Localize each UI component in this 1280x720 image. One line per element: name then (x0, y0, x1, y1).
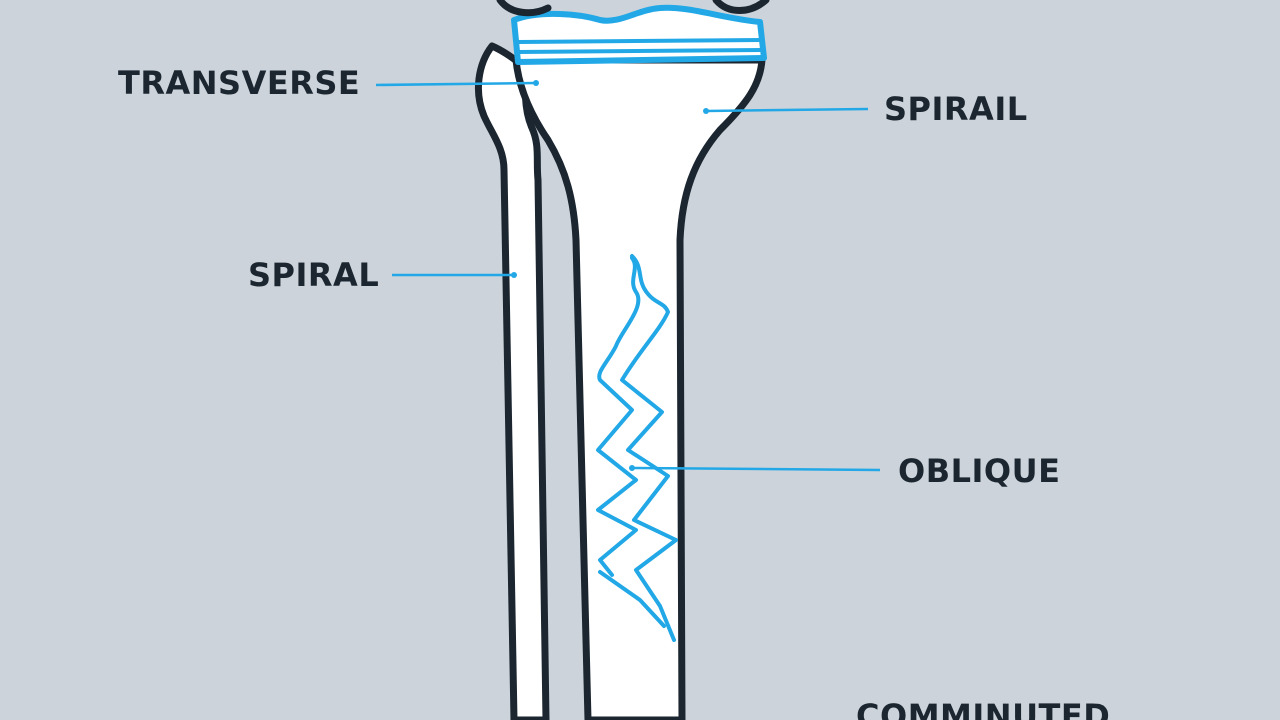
fracture-line-left (596, 256, 641, 577)
leader-transverse (375, 81, 537, 87)
leader-spiral-left-dot (511, 272, 517, 278)
plateau-line-1 (517, 38, 763, 44)
fibula (475, 42, 550, 720)
leader-transverse-dot (533, 80, 539, 86)
plateau-line-2 (517, 48, 763, 54)
leader-oblique (631, 466, 881, 472)
femur-condyle (496, 0, 770, 17)
fracture-line-middle (598, 570, 666, 628)
label-transverse: TRANSVERSE (118, 64, 361, 102)
label-comminuted: COMMINUTED (856, 697, 1111, 720)
leader-spiral-right-dot (703, 108, 709, 114)
label-spiral-right: SPIRAIL (884, 90, 1028, 128)
leader-oblique-dot (629, 465, 635, 471)
leader-spiral-right (705, 107, 869, 113)
label-spiral-left: SPIRAL (248, 256, 380, 294)
tibial-plateau (511, 4, 767, 65)
tibia (512, 56, 766, 720)
fracture-line-right (620, 254, 678, 642)
label-oblique: OBLIQUE (898, 452, 1061, 490)
